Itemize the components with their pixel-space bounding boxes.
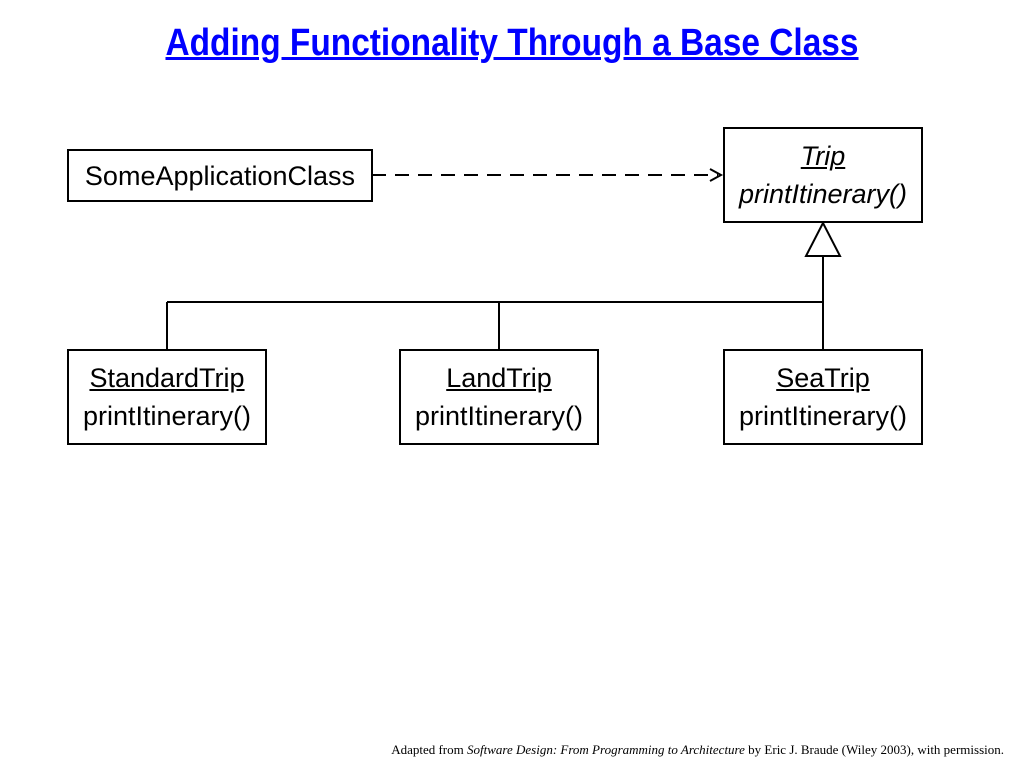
class-standard-trip: StandardTrip printItinerary(): [67, 349, 267, 445]
method-name: printItinerary(): [414, 401, 584, 431]
class-some-application: SomeApplicationClass: [67, 149, 373, 202]
class-name: SeaTrip: [776, 363, 870, 393]
method-name: printItinerary(): [82, 401, 252, 431]
class-name: Trip: [800, 141, 846, 171]
class-sea-trip: SeaTrip printItinerary(): [723, 349, 923, 445]
class-land-trip: LandTrip printItinerary(): [399, 349, 599, 445]
class-name: StandardTrip: [89, 363, 245, 393]
attribution-footer: Adapted from Software Design: From Progr…: [391, 742, 1004, 758]
slide-title: Adding Functionality Through a Base Clas…: [165, 22, 859, 64]
method-name: printItinerary(): [738, 179, 908, 209]
class-name: LandTrip: [446, 363, 552, 393]
dependency-arrowhead: [709, 168, 724, 182]
inheritance-triangle: [804, 220, 842, 257]
class-trip: Trip printItinerary(): [723, 127, 923, 223]
footer-book-title: Software Design: From Programming to Arc…: [467, 742, 745, 757]
footer-suffix: by Eric J. Braude (Wiley 2003), with per…: [744, 742, 1004, 757]
footer-prefix: Adapted from: [391, 742, 467, 757]
method-name: printItinerary(): [738, 401, 908, 431]
class-name: SomeApplicationClass: [84, 160, 356, 191]
